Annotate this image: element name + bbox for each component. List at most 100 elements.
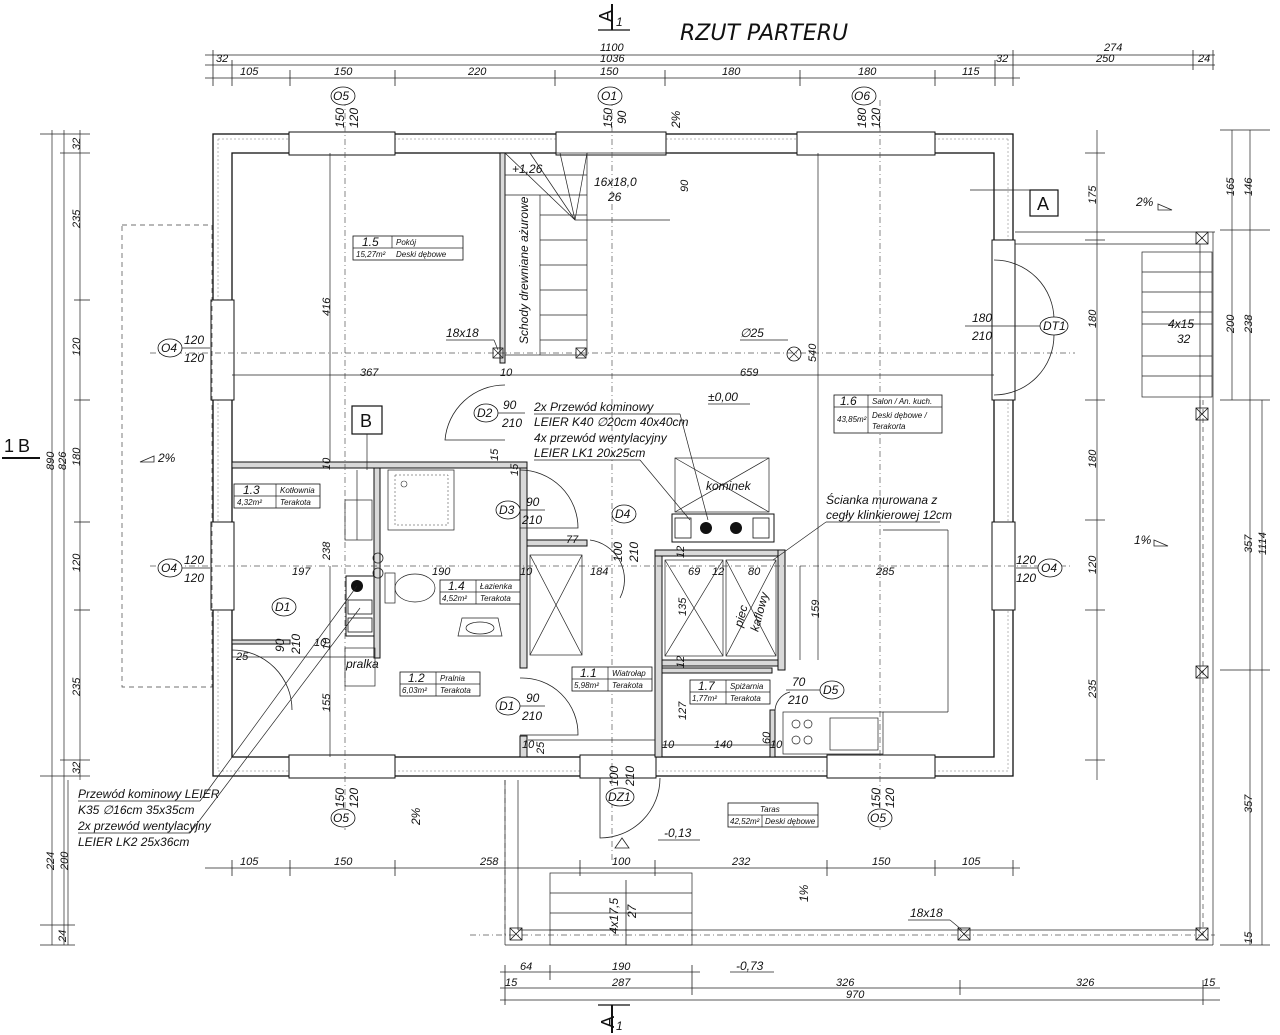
dim-int: 10 — [321, 637, 333, 650]
window-w: 150 — [333, 108, 347, 128]
section-mark-a-bottom-number: 1 — [616, 1019, 623, 1033]
dim-int: 10 — [662, 739, 675, 751]
dim-int: 10 — [314, 637, 327, 649]
right-dimension-chains: 175 180 180 120 235 165 146 200 238 357 … — [1085, 129, 1270, 946]
window-h: 120 — [883, 788, 897, 808]
dim-int: 12 — [675, 656, 687, 668]
external-walls — [210, 131, 1016, 779]
dim-int: 69 — [688, 566, 700, 578]
dim-int: 80 — [748, 566, 761, 578]
slope-left: 2% — [157, 451, 176, 465]
bottom-dimension-chains: 105 150 258 100 232 150 105 64 190 287 3… — [205, 856, 1220, 1005]
dim-left-seg: 235 — [71, 209, 83, 229]
slope-top: 2% — [669, 110, 683, 129]
dim-terrace: 326 — [1076, 977, 1095, 989]
note-vent-2: LEIER LK1 20x25cm — [534, 446, 645, 460]
window-w: 150 — [333, 788, 347, 808]
fireplace-label: kominek — [706, 479, 752, 493]
room-tag-1-6: 1.6 Salon / An. kuch. 43,85m² Deski dębo… — [833, 394, 943, 434]
room-number: 1.5 — [362, 235, 379, 249]
dim-bottom-seg: 105 — [962, 856, 981, 868]
marker-a: A — [970, 189, 1059, 217]
window-code: O4 — [161, 341, 177, 355]
dim-top-seg: 150 — [600, 66, 619, 78]
front-stairs-spec: 4x17,5 — [607, 898, 621, 934]
room-number: 1.2 — [408, 671, 425, 685]
dim-left-extra: 200 — [59, 851, 71, 871]
dim-top-right-24: 24 — [1197, 53, 1210, 65]
dim-int: 10 — [321, 457, 333, 470]
room-floor: Deski dębowe — [396, 250, 447, 259]
door-h: 210 — [627, 542, 641, 563]
dim-left-extra: 24 — [57, 930, 69, 943]
door-h: 210 — [521, 513, 542, 527]
room-name: Łazienka — [480, 582, 513, 591]
dim-int: 15 — [509, 463, 521, 476]
stairs-label: Schody drewniane ażurowe — [517, 196, 531, 344]
dim-int: 10 — [500, 367, 513, 379]
door-h: 210 — [787, 693, 808, 707]
dim-int: 12 — [712, 566, 724, 578]
window-h: 120 — [184, 571, 204, 585]
window-w: 150 — [601, 108, 615, 128]
dim-top-seg: 115 — [962, 66, 980, 78]
dim-top-right-250: 250 — [1095, 53, 1115, 65]
dim-top-left-wall: 32 — [216, 53, 228, 65]
room-floor: Deski dębowe — [765, 817, 816, 826]
dim-right-seg: 120 — [1087, 555, 1099, 574]
dim-540: 540 — [807, 343, 819, 362]
note-vent-lk2-2: LEIER LK2 25x36cm — [78, 835, 189, 849]
window-h: 120 — [347, 788, 361, 808]
room-area: 42,52m² — [730, 817, 760, 826]
dim-top-seg: 180 — [722, 66, 741, 78]
note-wall-2: cegły klinkierowej 12cm — [826, 508, 952, 522]
dim-top-seg: 105 — [240, 66, 259, 78]
door-code: D2 — [477, 406, 493, 420]
dim-int: 416 — [321, 297, 333, 316]
window-w: 120 — [184, 333, 204, 347]
annotations: 2x Przewód kominowy LEIER K40 ∅20cm 40x4… — [77, 110, 1194, 973]
dim-bottom-seg: 100 — [612, 856, 631, 868]
note-wall-1: Ścianka murowana z — [826, 492, 937, 507]
room-number: 1.4 — [448, 579, 465, 593]
plan-title: RZUT PARTERU — [680, 21, 848, 46]
section-mark-b-number: 1 — [4, 436, 14, 456]
note-flue-k35-2: K35 ∅16cm 35x35cm — [78, 803, 195, 817]
slope-terrace-right: 1% — [1134, 533, 1152, 547]
window-code: O4 — [1041, 561, 1057, 575]
door-h: 210 — [623, 766, 637, 787]
dim-left-seg: 32 — [71, 138, 83, 150]
dim-int: 10 — [520, 566, 533, 578]
note-vent-lk2-1: 2x przewód wentylacyjny — [77, 819, 212, 833]
dim-left-seg: 32 — [71, 762, 83, 774]
room-name: Spiżarnia — [730, 682, 764, 691]
marker-b: B — [351, 405, 383, 540]
room-floor: Terakota — [280, 498, 311, 507]
window-code: O5 — [870, 811, 886, 825]
window-h: 120 — [184, 351, 204, 365]
room-tag-1-2: 1.2 Pralnia 6,03m² Terakota — [399, 671, 481, 697]
room-name: Pralnia — [440, 674, 465, 683]
dim-top-inner: 1036 — [600, 53, 625, 65]
left-dimension-chains: 890 826 32 235 120 180 120 235 32 224 20… — [40, 130, 90, 946]
dim-right-outer: 357 — [1243, 534, 1255, 553]
washing-machine-label: pralka — [345, 657, 379, 671]
dim-bottom-seg: 258 — [479, 856, 499, 868]
dim-int: 659 — [740, 367, 758, 379]
dim-bottom-seg: 232 — [731, 856, 750, 868]
room-name: Kotłownia — [280, 486, 315, 495]
room-name: Pokój — [396, 238, 416, 247]
dim-right-outer: 1114 — [1257, 532, 1269, 555]
dim-left-seg: 235 — [71, 677, 83, 697]
dim-int: 285 — [875, 566, 895, 578]
dim-right-outer: 357 — [1243, 794, 1255, 813]
room-tag-1-3: 1.3 Kotłownia 4,32m² Terakota — [233, 483, 321, 509]
stairs-level: +1,26 — [512, 162, 543, 176]
window-w: 180 — [855, 108, 869, 128]
room-floor: Terakota — [612, 681, 643, 690]
note-flue-2: LEIER K40 ∅20cm 40x40cm — [534, 415, 689, 429]
dim-terrace-15a: 15 — [505, 977, 518, 989]
door-code: D1 — [499, 699, 514, 713]
dim-right-seg: 175 — [1087, 185, 1099, 204]
